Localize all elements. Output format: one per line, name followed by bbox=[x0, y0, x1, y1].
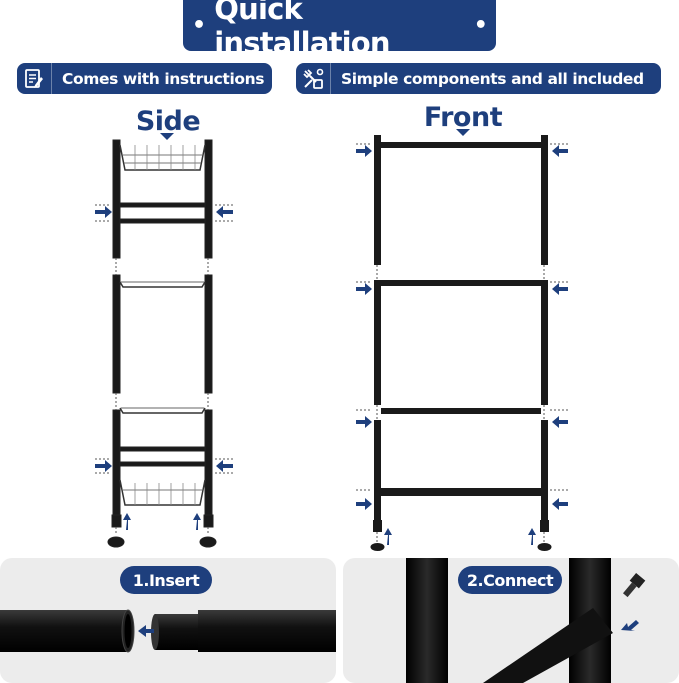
feature-pill-components: Simple components and all included bbox=[296, 63, 661, 94]
insert-step-badge: 1.Insert bbox=[120, 566, 212, 594]
page-title: Quick installation bbox=[214, 0, 390, 60]
insert-tube-illustration bbox=[0, 609, 336, 653]
title-banner: • Quick installation • bbox=[183, 0, 496, 60]
connect-step-badge: 2.Connect bbox=[458, 566, 562, 594]
feature-pill-instructions: Comes with instructions bbox=[17, 63, 272, 94]
tools-icon bbox=[296, 63, 331, 94]
bullet-dot-icon: • bbox=[192, 13, 206, 38]
connect-step-label: 2.Connect bbox=[466, 570, 554, 590]
bullet-dot-icon: • bbox=[473, 13, 488, 38]
side-view-rack-diagram bbox=[85, 135, 245, 555]
connect-tube-illustration bbox=[406, 558, 646, 683]
side-label-text: Side bbox=[135, 106, 201, 137]
document-pen-icon bbox=[17, 63, 52, 94]
front-view-label: Front bbox=[408, 102, 518, 133]
insert-step-label: 1.Insert bbox=[132, 570, 200, 590]
front-view-rack-diagram bbox=[348, 130, 578, 555]
front-label-text: Front bbox=[423, 102, 503, 133]
side-pointer-icon bbox=[160, 133, 174, 141]
front-pointer-icon bbox=[456, 129, 470, 137]
feature-label: Simple components and all included bbox=[341, 69, 644, 88]
side-view-label: Side bbox=[118, 106, 218, 137]
feature-label: Comes with instructions bbox=[62, 69, 265, 88]
